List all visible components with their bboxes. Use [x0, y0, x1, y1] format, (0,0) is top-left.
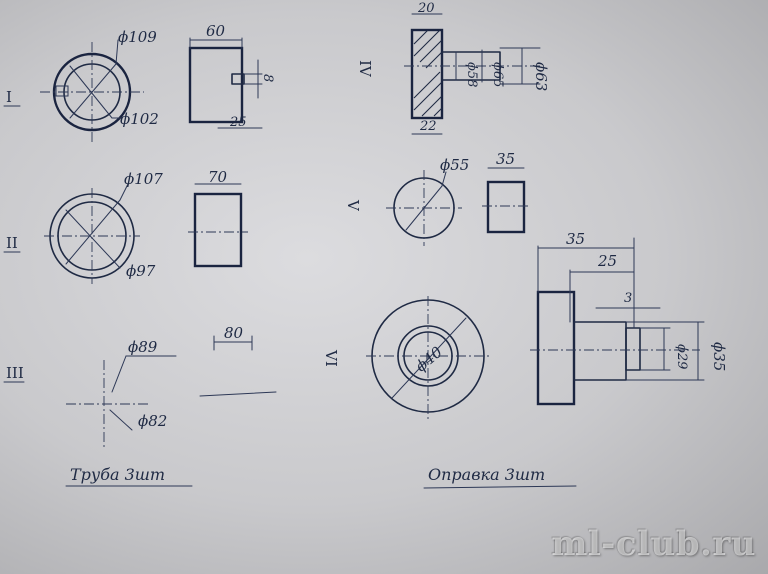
part-v-label: V — [344, 199, 362, 212]
part-v-dia: ϕ55 — [440, 156, 469, 174]
caption-mandrel: Оправка 3шт — [428, 465, 545, 484]
part-iv-label: IV — [356, 60, 374, 78]
caption-mandrel-underline — [423, 485, 577, 489]
part-iii-axis — [199, 391, 277, 397]
part-ii-length: 70 — [208, 168, 228, 186]
part-iv-dia-b: ϕ65 — [490, 62, 505, 87]
part-iii-dia-inner: ϕ82 — [138, 412, 167, 430]
part-v-side-rect — [486, 180, 526, 234]
part-i: I ϕ109 ϕ102 60 8 25 — [3, 22, 275, 142]
part-vi-large-step — [536, 290, 576, 406]
watermark: ml-club.ru — [551, 524, 756, 564]
part-i-dia-outer: ϕ109 — [118, 28, 157, 46]
part-iv-dim-bottom-value: 22 — [419, 119, 437, 134]
part-i-slot-mark — [55, 85, 69, 97]
part-iv-dim-top-value: 20 — [417, 1, 435, 16]
part-v-leader — [405, 185, 443, 231]
part-ii-leader-2 — [65, 209, 121, 269]
part-iii-dia-outer: ϕ89 — [128, 338, 158, 356]
part-iii-leader-1 — [111, 355, 127, 393]
part-v: V ϕ55 35 — [344, 150, 530, 246]
part-ii: II ϕ107 ϕ97 70 — [3, 168, 248, 284]
part-i-slot-length: 25 — [229, 115, 247, 130]
part-i-slot-width: 8 — [260, 74, 275, 82]
part-v-length: 35 — [496, 150, 515, 168]
part-i-dia-inner: ϕ102 — [120, 110, 159, 128]
part-vi-mid-step — [573, 321, 627, 381]
part-ii-label: II — [6, 234, 18, 252]
part-iii-label: III — [6, 364, 24, 382]
part-vi-leader — [391, 317, 467, 399]
part-ii-leader-1 — [65, 199, 121, 265]
caption-pipe: Труба 3шт — [70, 465, 165, 484]
part-iv: IV 20 22 ϕ58 ϕ65 ϕ63 — [356, 1, 550, 135]
part-vi-dia-small: ϕ29 — [674, 344, 689, 369]
part-iv-dia-a: ϕ58 — [464, 62, 479, 87]
part-iii-leader-2 — [109, 409, 133, 431]
part-iv-hatch — [413, 29, 443, 117]
part-vi-dia-large: ϕ35 — [710, 342, 728, 371]
part-i-dia-leader-1b — [115, 39, 119, 65]
part-i-dia-leader-2 — [69, 65, 113, 119]
part-vi-len-mid: 25 — [597, 252, 617, 270]
part-i-side-rect — [188, 46, 244, 124]
part-ii-side-rect — [193, 192, 243, 268]
part-ii-dia-outer: ϕ107 — [124, 170, 163, 188]
part-vi-label: VI — [322, 349, 340, 367]
part-i-dia-leader-1 — [69, 63, 117, 119]
part-i-label: I — [6, 88, 12, 106]
part-iii-length: 80 — [224, 324, 244, 342]
part-vi-small-step — [625, 327, 641, 371]
part-iv-dia-c: ϕ63 — [532, 62, 550, 91]
part-vi-len-total: 35 — [566, 230, 585, 248]
part-v-leader-b — [441, 171, 447, 187]
part-ii-leader-1b — [119, 183, 129, 201]
part-vi: VI ϕ40 35 25 3 ϕ29 ϕ35 — [322, 230, 728, 420]
part-ii-dia-inner: ϕ97 — [126, 262, 156, 280]
part-i-slot — [231, 73, 245, 85]
part-i-length: 60 — [206, 22, 226, 40]
part-vi-len-step: 3 — [624, 291, 632, 306]
part-iii: III ϕ89 ϕ82 80 — [3, 324, 277, 448]
